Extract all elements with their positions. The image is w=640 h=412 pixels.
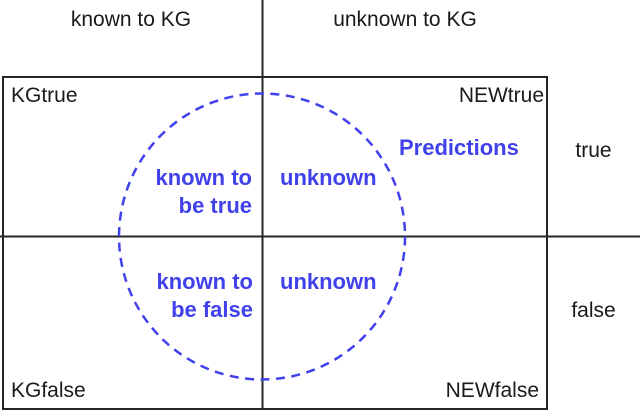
unknown-true-label: unknown <box>280 165 377 190</box>
known-to-be-true-line2: be true <box>178 193 252 218</box>
known-to-be-false-label: known to be false <box>80 268 253 324</box>
matrix-box <box>2 76 548 410</box>
quadrant-label-kgfalse: KGfalse <box>11 379 86 402</box>
known-to-be-true-label: known to be true <box>80 164 252 220</box>
predictions-dashed-circle <box>117 92 407 381</box>
known-to-be-false-line2: be false <box>171 297 253 322</box>
quadrant-label-newfalse: NEWfalse <box>445 379 539 402</box>
known-to-be-true-line1: known to <box>155 165 252 190</box>
column-header-known-to-kg: known to KG <box>70 8 192 31</box>
unknown-false-label: unknown <box>280 269 377 294</box>
column-header-unknown-to-kg: unknown to KG <box>333 8 477 31</box>
row-label-false: false <box>571 299 616 322</box>
quadrant-label-kgtrue: KGtrue <box>11 84 78 107</box>
quadrant-label-newtrue: NEWtrue <box>458 84 544 107</box>
known-to-be-false-line1: known to <box>156 269 253 294</box>
row-label-true: true <box>575 139 612 162</box>
predictions-label: Predictions <box>399 135 519 160</box>
